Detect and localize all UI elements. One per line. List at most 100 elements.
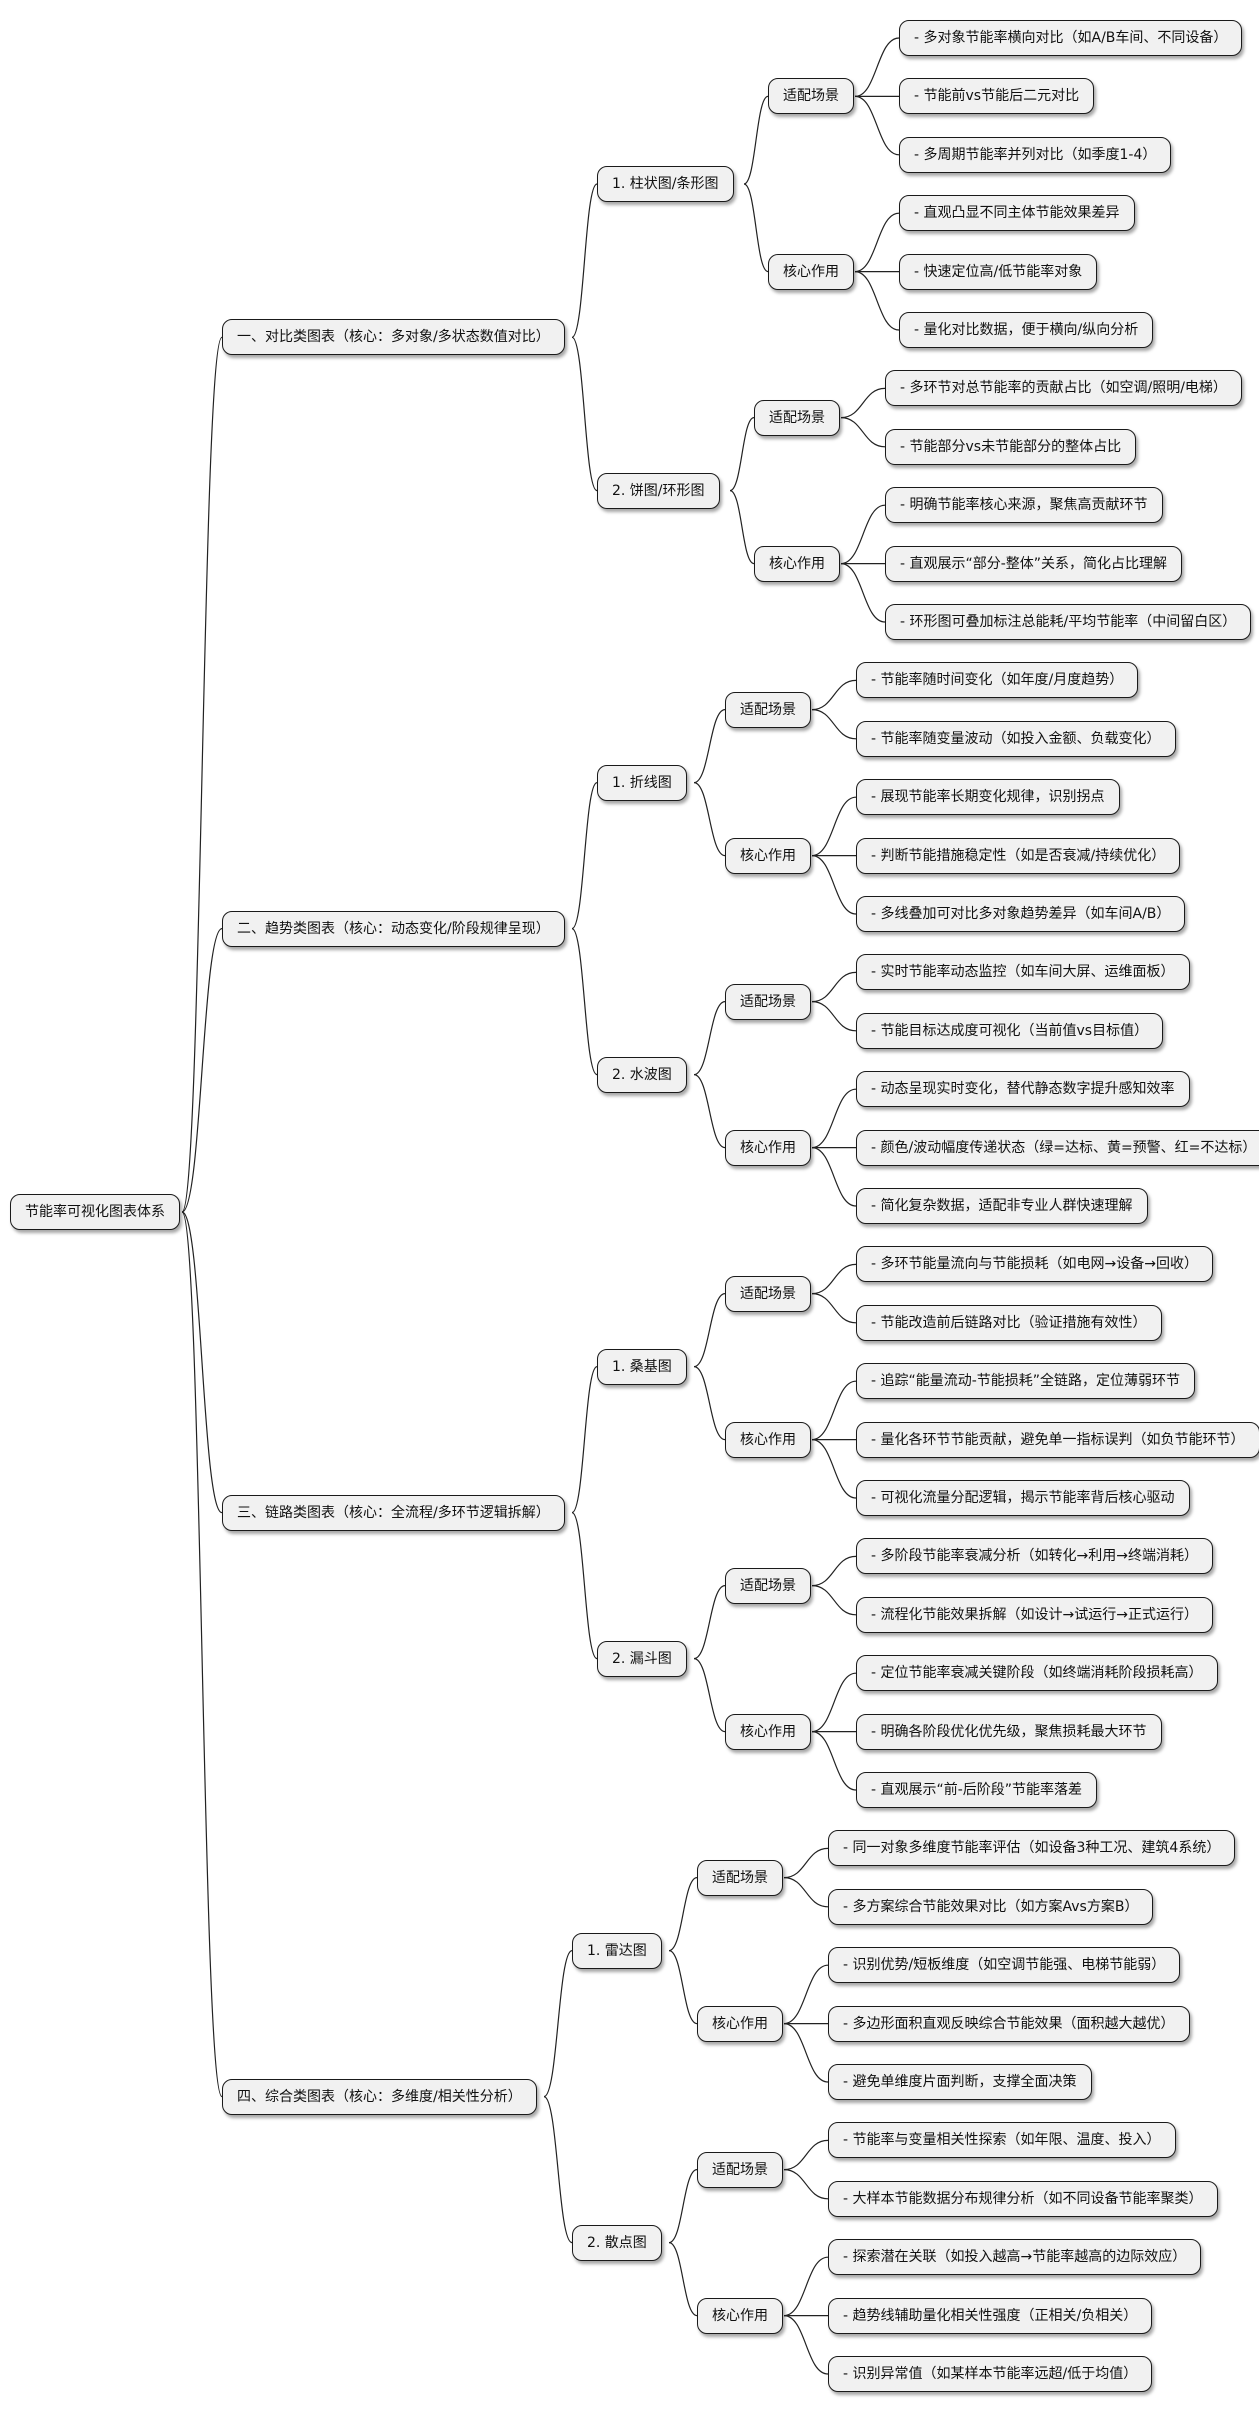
connector-line xyxy=(693,1074,726,1149)
connector-line xyxy=(783,2256,829,2317)
group-core-role: 核心作用 xyxy=(725,1129,811,1166)
leaf-item: - 节能部分vs未节能部分的整体占比 xyxy=(885,428,1137,465)
connector-line xyxy=(811,1585,857,1616)
connector-line xyxy=(543,1950,573,2098)
leaf-item: - 直观展示“前-后阶段”节能率落差 xyxy=(856,1772,1098,1808)
connector-line xyxy=(571,1512,598,1660)
connector-line xyxy=(811,1731,857,1791)
leaf-item: - 追踪“能量流动-节能损耗”全链路，定位薄弱环节 xyxy=(856,1363,1196,1400)
leaf-item: - 颜色/波动幅度传递状态（绿=达标、黄=预警、红=不达标） xyxy=(856,1129,1259,1166)
leaf-item: - 展现节能率长期变化规律，识别拐点 xyxy=(856,779,1120,816)
connector-line xyxy=(840,417,886,448)
leaf-item: - 大样本节能数据分布规律分析（如不同设备节能率聚类） xyxy=(828,2180,1218,2217)
category-node: 二、趋势类图表（核心：动态变化/阶段规律呈现） xyxy=(222,910,565,947)
leaf-item: - 直观凸显不同主体节能效果差异 xyxy=(899,195,1135,232)
connector-line xyxy=(729,417,755,492)
connector-line xyxy=(783,1847,829,1879)
connector-line xyxy=(668,1877,698,1952)
connector-line xyxy=(181,336,223,1213)
leaf-item: - 多线叠加可对比多对象趋势差异（如车间A/B） xyxy=(856,896,1186,932)
connector-line xyxy=(693,1293,726,1368)
chart-type-node: 2. 漏斗图 xyxy=(597,1640,687,1677)
group-core-role: 核心作用 xyxy=(697,2297,783,2334)
connector-line xyxy=(811,971,857,1003)
connector-line xyxy=(783,2139,829,2171)
group-scenarios: 适配场景 xyxy=(697,1859,783,1896)
connector-line xyxy=(811,1263,857,1295)
connector-line xyxy=(743,95,769,185)
group-scenarios: 适配场景 xyxy=(725,691,811,728)
connector-line xyxy=(783,1964,829,2025)
category-node: 一、对比类图表（核心：多对象/多状态数值对比） xyxy=(222,319,565,356)
leaf-item: - 多环节能量流向与节能损耗（如电网→设备→回收） xyxy=(856,1246,1213,1283)
leaf-item: - 节能前vs节能后二元对比 xyxy=(899,78,1095,115)
connector-line xyxy=(181,1211,223,1514)
connector-line xyxy=(811,1439,857,1499)
leaf-item: - 多边形面积直观反映综合节能效果（面积越大越优） xyxy=(828,2005,1190,2042)
connector-line xyxy=(840,387,886,419)
leaf-item: - 量化对比数据，便于横向/纵向分析 xyxy=(899,312,1154,348)
group-core-role: 核心作用 xyxy=(754,545,840,582)
leaf-item: - 避免单维度片面判断，支撑全面决策 xyxy=(828,2064,1092,2100)
leaf-item: - 趋势线辅助量化相关性强度（正相关/负相关） xyxy=(828,2297,1153,2334)
group-core-role: 核心作用 xyxy=(725,1713,811,1750)
category-node: 三、链路类图表（核心：全流程/多环节逻辑拆解） xyxy=(222,1494,565,1531)
connector-line xyxy=(811,1672,857,1733)
leaf-item: - 多环节对总节能率的贡献占比（如空调/照明/电梯） xyxy=(885,370,1242,407)
connector-line xyxy=(181,1211,223,2098)
connector-line xyxy=(571,336,598,492)
chart-type-node: 2. 饼图/环形图 xyxy=(597,472,720,509)
connector-line xyxy=(840,504,886,565)
connector-line xyxy=(854,37,900,97)
chart-type-node: 2. 水波图 xyxy=(597,1056,687,1093)
leaf-item: - 识别异常值（如某样本节能率远超/低于均值） xyxy=(828,2356,1153,2392)
connector-line xyxy=(571,782,598,930)
connector-line xyxy=(668,2242,698,2317)
leaf-item: - 流程化节能效果拆解（如设计→试运行→正式运行） xyxy=(856,1596,1213,1633)
leaf-item: - 量化各环节节能贡献，避免单一指标误判（如负节能环节） xyxy=(856,1421,1259,1458)
leaf-item: - 快速定位高/低节能率对象 xyxy=(899,253,1098,290)
connector-line xyxy=(571,1366,598,1514)
connector-line xyxy=(693,709,726,784)
chart-type-node: 1. 折线图 xyxy=(597,764,687,801)
connector-line xyxy=(854,271,900,331)
connector-line xyxy=(811,1147,857,1207)
connector-line xyxy=(854,212,900,273)
connector-line xyxy=(743,183,769,273)
connector-line xyxy=(571,183,598,338)
leaf-item: - 可视化流量分配逻辑，揭示节能率背后核心驱动 xyxy=(856,1480,1190,1516)
leaf-item: - 多周期节能率并列对比（如季度1-4） xyxy=(899,136,1172,173)
leaf-item: - 节能率随变量波动（如投入金额、负载变化） xyxy=(856,720,1176,757)
connector-line xyxy=(693,1001,726,1076)
leaf-item: - 明确各阶段优化优先级，聚焦损耗最大环节 xyxy=(856,1713,1162,1750)
leaf-item: - 直观展示“部分-整体”关系，简化占比理解 xyxy=(885,545,1183,582)
leaf-item: - 节能率与变量相关性探索（如年限、温度、投入） xyxy=(828,2122,1176,2159)
connector-line xyxy=(783,2023,829,2083)
group-scenarios: 适配场景 xyxy=(725,1275,811,1312)
leaf-item: - 判断节能措施稳定性（如是否衰减/持续优化） xyxy=(856,837,1181,874)
group-core-role: 核心作用 xyxy=(697,2005,783,2042)
leaf-item: - 节能目标达成度可视化（当前值vs目标值） xyxy=(856,1012,1164,1049)
connector-line xyxy=(693,1366,726,1441)
group-core-role: 核心作用 xyxy=(768,253,854,290)
connector-line xyxy=(811,1555,857,1587)
group-scenarios: 适配场景 xyxy=(697,2151,783,2188)
group-scenarios: 适配场景 xyxy=(725,983,811,1020)
leaf-item: - 多方案综合节能效果对比（如方案Avs方案B） xyxy=(828,1888,1154,1925)
chart-type-node: 1. 雷达图 xyxy=(572,1932,662,1969)
connector-line xyxy=(854,95,900,156)
chart-type-node: 1. 柱状图/条形图 xyxy=(597,166,734,202)
connector-line xyxy=(693,782,726,857)
connector-line xyxy=(181,928,223,1213)
leaf-item: - 环形图可叠加标注总能耗/平均节能率（中间留白区） xyxy=(885,604,1252,640)
leaf-item: - 简化复杂数据，适配非专业人群快速理解 xyxy=(856,1188,1148,1224)
connector-line xyxy=(668,1950,698,2025)
leaf-item: - 同一对象多维度节能率评估（如设备3种工况、建筑4系统） xyxy=(828,1830,1236,1867)
group-scenarios: 适配场景 xyxy=(768,78,854,115)
leaf-item: - 动态呈现实时变化，替代静态数字提升感知效率 xyxy=(856,1071,1190,1108)
connector-line xyxy=(783,1877,829,1908)
leaf-item: - 定位节能率衰减关键阶段（如终端消耗阶段损耗高） xyxy=(856,1655,1218,1692)
chart-type-node: 1. 桑基图 xyxy=(597,1348,687,1385)
